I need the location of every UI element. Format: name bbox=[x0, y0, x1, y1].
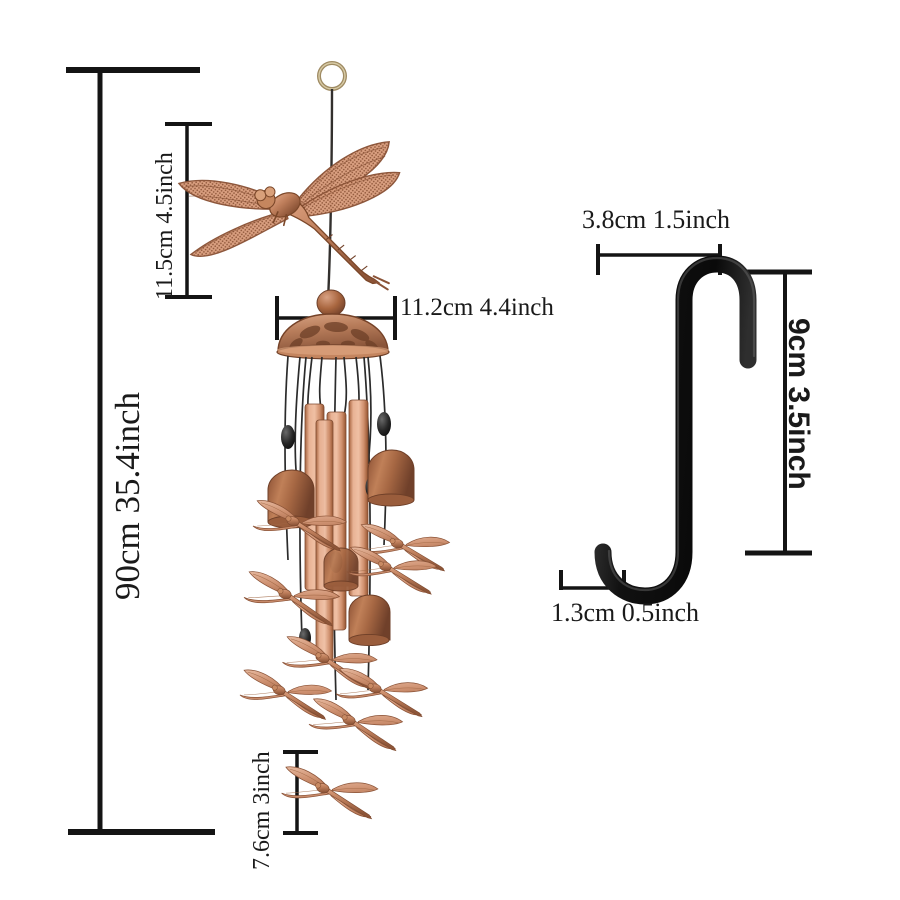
chime-disc-width-label: 11.2cm 4.4inch bbox=[400, 294, 554, 321]
total-height-label: 90cm 35.4inch bbox=[108, 391, 147, 600]
hook-bottom-width-label: 1.3cm 0.5inch bbox=[551, 598, 700, 627]
s-hook-body bbox=[594, 255, 757, 605]
hook-height-dimension-line bbox=[745, 269, 812, 556]
hook-top-width-label: 3.8cm 1.5inch bbox=[582, 205, 731, 234]
large-dragonfly-height-label: 11.5cm 4.5inch bbox=[152, 152, 178, 300]
small-dragonfly-width-label: 7.6cm 3inch bbox=[249, 751, 275, 870]
large-dragonfly-dimension-line bbox=[165, 122, 212, 299]
hook-height-label: 9cm 3.5inch bbox=[782, 318, 815, 490]
total-height-dimension-line bbox=[66, 67, 215, 835]
chime-disc bbox=[276, 313, 390, 360]
large-dragonfly bbox=[177, 141, 401, 291]
